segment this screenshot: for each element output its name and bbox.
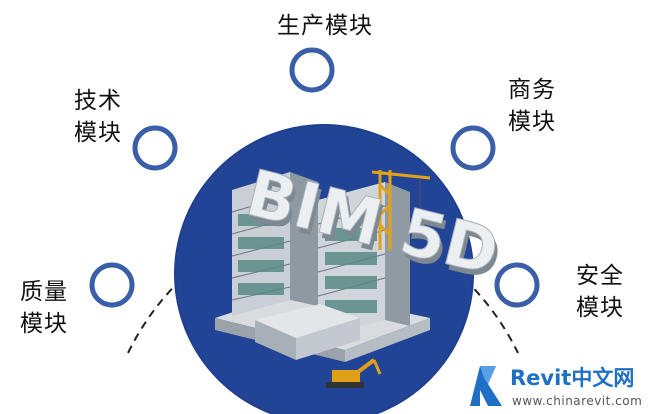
watermark-url: www.chinarevit.com <box>512 394 643 408</box>
label-production-module: 生产模块 <box>277 13 373 39</box>
label-safety-module: 安全 模块 <box>576 263 624 321</box>
label-technology-module: 技术 模块 <box>74 88 122 146</box>
watermark-brand: Revit中文网 <box>510 366 635 390</box>
building-construction-icon: BIM 5D BIM 5D <box>215 156 508 388</box>
excavator-icon <box>326 358 382 388</box>
node-quality[interactable] <box>89 262 135 308</box>
revit-logo-icon <box>470 366 502 406</box>
node-business[interactable] <box>450 125 496 171</box>
label-business-module: 商务 模块 <box>508 77 556 135</box>
watermark: Revit中文网 www.chinarevit.com <box>466 362 650 412</box>
node-safety[interactable] <box>494 262 540 308</box>
label-quality-module: 质量 模块 <box>20 279 68 337</box>
node-technology[interactable] <box>132 125 178 171</box>
node-production[interactable] <box>289 47 335 93</box>
